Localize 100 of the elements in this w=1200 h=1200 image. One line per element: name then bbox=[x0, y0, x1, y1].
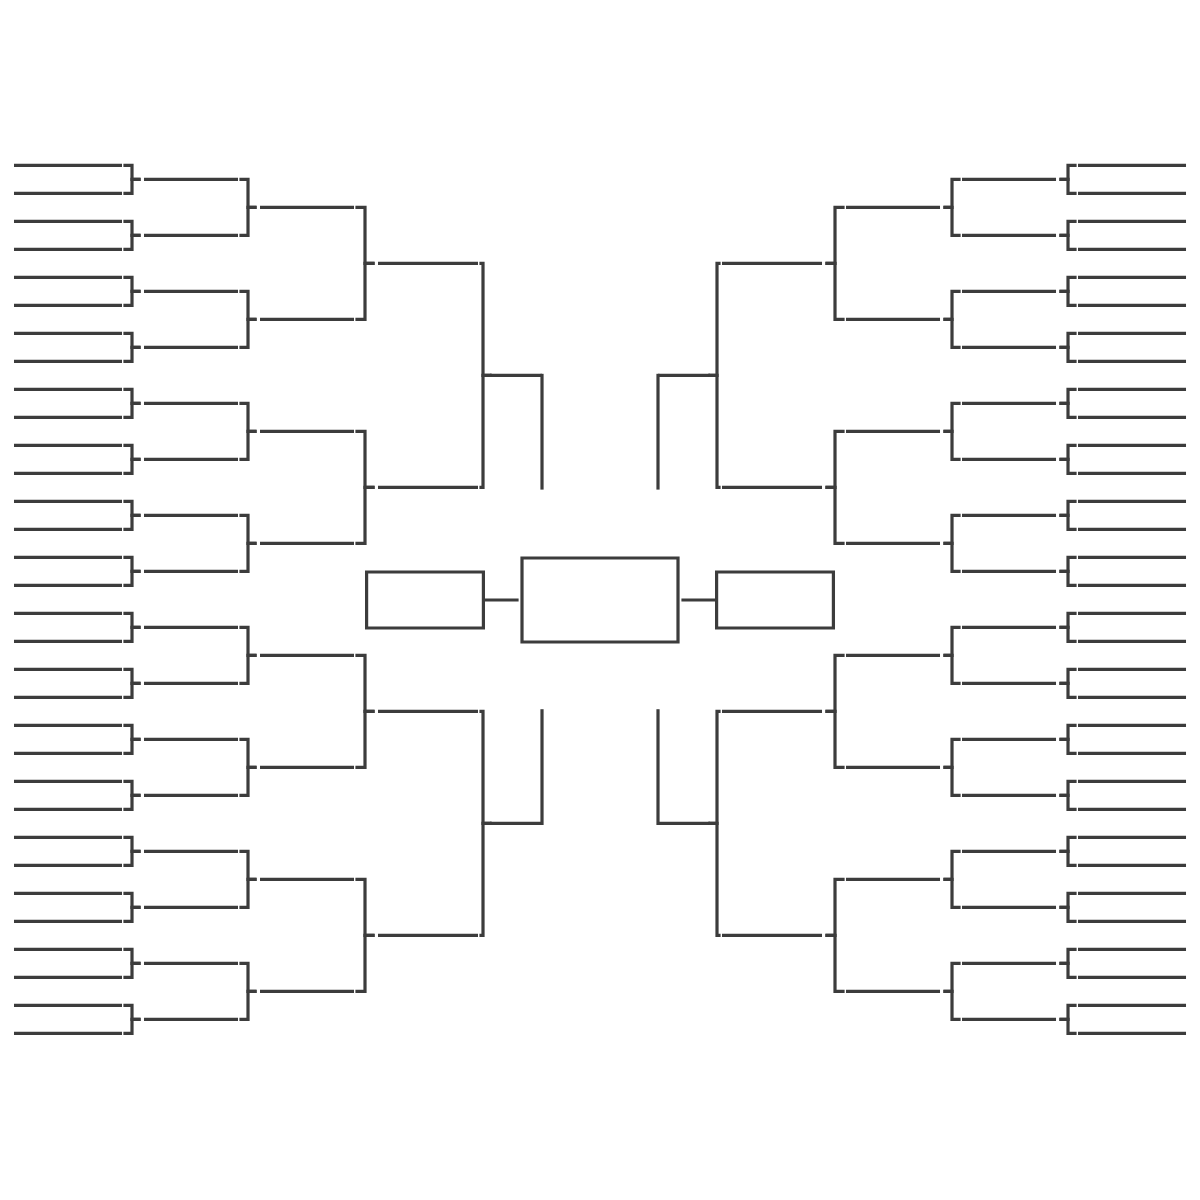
slot-line bbox=[14, 219, 122, 223]
slot-line bbox=[962, 457, 1056, 461]
slot-line bbox=[14, 415, 122, 419]
bracket-line bbox=[1059, 793, 1077, 811]
slot-line bbox=[14, 303, 122, 307]
slot-line bbox=[1078, 639, 1186, 643]
slot-line bbox=[722, 933, 822, 937]
bracket-line bbox=[1059, 849, 1077, 867]
bracket-line bbox=[123, 905, 141, 923]
bracket-line bbox=[123, 345, 141, 363]
slot-line bbox=[144, 905, 238, 909]
slot-line bbox=[14, 695, 122, 699]
slot-line bbox=[260, 317, 354, 321]
bracket-line bbox=[123, 513, 141, 531]
bracket-line bbox=[943, 989, 961, 1021]
bracket-line bbox=[1059, 457, 1077, 475]
slot-line bbox=[14, 443, 122, 447]
slot-line bbox=[846, 205, 940, 209]
bracket-line bbox=[239, 653, 257, 685]
bracket-line bbox=[943, 765, 961, 797]
slot-line bbox=[144, 961, 238, 965]
slot-line bbox=[1078, 331, 1186, 335]
bracket-line bbox=[123, 681, 141, 699]
bracket-line bbox=[825, 933, 845, 993]
bracket-line bbox=[656, 373, 660, 490]
slot-line bbox=[1078, 891, 1186, 895]
bracket-line bbox=[355, 261, 375, 321]
slot-line bbox=[962, 625, 1056, 629]
slot-line bbox=[14, 163, 122, 167]
bracket-line bbox=[1059, 961, 1077, 979]
slot-line bbox=[1078, 527, 1186, 531]
bracket-line bbox=[123, 961, 141, 979]
slot-line bbox=[14, 191, 122, 195]
slot-line bbox=[846, 653, 940, 657]
bracket-line bbox=[123, 177, 141, 195]
slot-line bbox=[14, 499, 122, 503]
bracket-line bbox=[123, 793, 141, 811]
slot-line bbox=[14, 583, 122, 587]
slot-line bbox=[378, 933, 478, 937]
bracket-line bbox=[825, 261, 845, 321]
slot-line bbox=[962, 1017, 1056, 1021]
slot-line bbox=[1078, 163, 1186, 167]
slot-line bbox=[846, 541, 940, 545]
slot-box bbox=[715, 570, 835, 630]
slot-line bbox=[1078, 1031, 1186, 1035]
slot-line bbox=[1078, 303, 1186, 307]
bracket-line bbox=[123, 1017, 141, 1035]
slot-line bbox=[962, 513, 1056, 517]
slot-line bbox=[144, 625, 238, 629]
bracket-line bbox=[123, 569, 141, 587]
bracket-line bbox=[123, 849, 141, 867]
slot-line bbox=[1078, 835, 1186, 839]
bracket-line bbox=[123, 625, 141, 643]
slot-line bbox=[260, 429, 354, 433]
slot-line bbox=[14, 331, 122, 335]
slot-line bbox=[260, 653, 354, 657]
bracket-line bbox=[123, 737, 141, 755]
bracket-line bbox=[1059, 681, 1077, 699]
bracket-line bbox=[708, 373, 721, 489]
bracket-line bbox=[540, 373, 544, 490]
bracket-line bbox=[1059, 345, 1077, 363]
slot-line bbox=[962, 961, 1056, 965]
slot-line bbox=[1078, 863, 1186, 867]
bracket-line bbox=[239, 765, 257, 797]
bracket-line bbox=[825, 485, 845, 545]
bracket-line bbox=[943, 877, 961, 909]
slot-line bbox=[1078, 667, 1186, 671]
slot-line bbox=[1078, 723, 1186, 727]
slot-line bbox=[1078, 415, 1186, 419]
slot-line bbox=[14, 751, 122, 755]
bracket-line bbox=[239, 429, 257, 461]
slot-line bbox=[1078, 471, 1186, 475]
bracket-line bbox=[484, 598, 519, 602]
bracket-line bbox=[656, 709, 660, 825]
slot-line bbox=[962, 681, 1056, 685]
slot-line bbox=[962, 177, 1056, 181]
slot-line bbox=[260, 205, 354, 209]
slot-line bbox=[144, 569, 238, 573]
bracket-line bbox=[1059, 569, 1077, 587]
slot-line bbox=[1078, 919, 1186, 923]
slot-line bbox=[14, 863, 122, 867]
slot-line bbox=[1078, 247, 1186, 251]
bracket-line bbox=[1059, 289, 1077, 307]
bracket-line bbox=[1059, 233, 1077, 251]
slot-line bbox=[658, 821, 710, 825]
slot-line bbox=[144, 793, 238, 797]
bracket-line bbox=[123, 233, 141, 251]
slot-line bbox=[1078, 583, 1186, 587]
bracket-line bbox=[239, 205, 257, 237]
slot-line bbox=[144, 233, 238, 237]
slot-line bbox=[1078, 275, 1186, 279]
slot-line bbox=[144, 681, 238, 685]
bracket-line bbox=[355, 933, 375, 993]
slot-line bbox=[14, 1031, 122, 1035]
bracket-line bbox=[943, 205, 961, 237]
slot-line bbox=[14, 387, 122, 391]
slot-line bbox=[14, 947, 122, 951]
slot-line bbox=[14, 527, 122, 531]
slot-line bbox=[14, 835, 122, 839]
slot-line bbox=[378, 709, 478, 713]
